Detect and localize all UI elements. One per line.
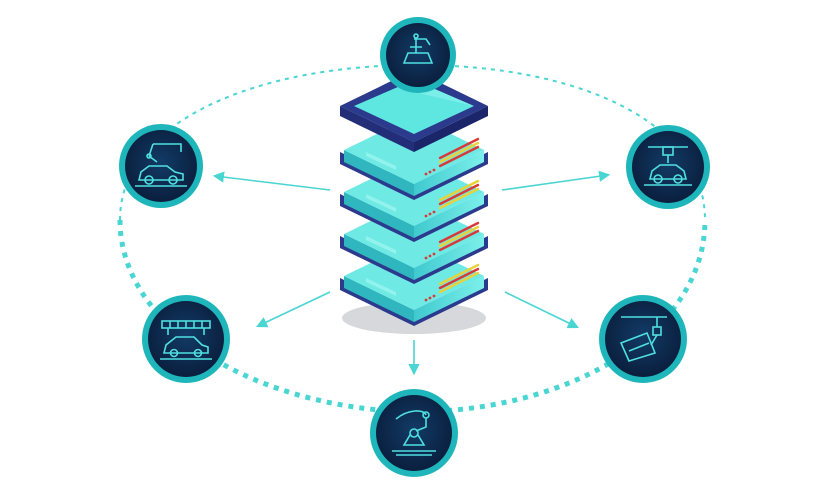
- arrow-to-right-lower: [504, 291, 580, 329]
- node-left-lower: [142, 295, 230, 383]
- node-bottom: [370, 389, 458, 477]
- conveyor-car-icon: [160, 320, 212, 360]
- connector-arrows: [212, 170, 611, 376]
- robot-arm-over-car-icon: [135, 143, 187, 187]
- led-strip: [438, 145, 480, 168]
- industrial-robot-arm-icon: [392, 410, 436, 456]
- led-strip: [438, 141, 480, 164]
- robot-arm-car-body-icon: [402, 33, 434, 64]
- led-strip: [438, 221, 480, 244]
- server-rack-icon: [340, 70, 488, 334]
- node-top: [380, 17, 456, 93]
- arrow-to-right-upper: [501, 170, 611, 191]
- node-right-lower: [599, 295, 687, 383]
- node-left-upper: [119, 124, 203, 208]
- led-strip: [438, 179, 480, 202]
- node-right-upper: [626, 125, 710, 209]
- led-strip: [438, 271, 480, 294]
- led-strip: [438, 225, 480, 248]
- welding-robot-icon: [619, 316, 667, 362]
- led-strip: [438, 229, 480, 252]
- led-strip: [438, 267, 480, 290]
- led-strip: [438, 183, 480, 206]
- server-top-cap: [340, 70, 488, 152]
- arrow-to-left-upper: [212, 171, 331, 191]
- arrow-to-left-lower: [255, 291, 331, 328]
- led-strip: [438, 137, 480, 160]
- gantry-car-icon: [644, 146, 692, 186]
- led-strip: [438, 263, 480, 286]
- led-strip: [438, 187, 480, 210]
